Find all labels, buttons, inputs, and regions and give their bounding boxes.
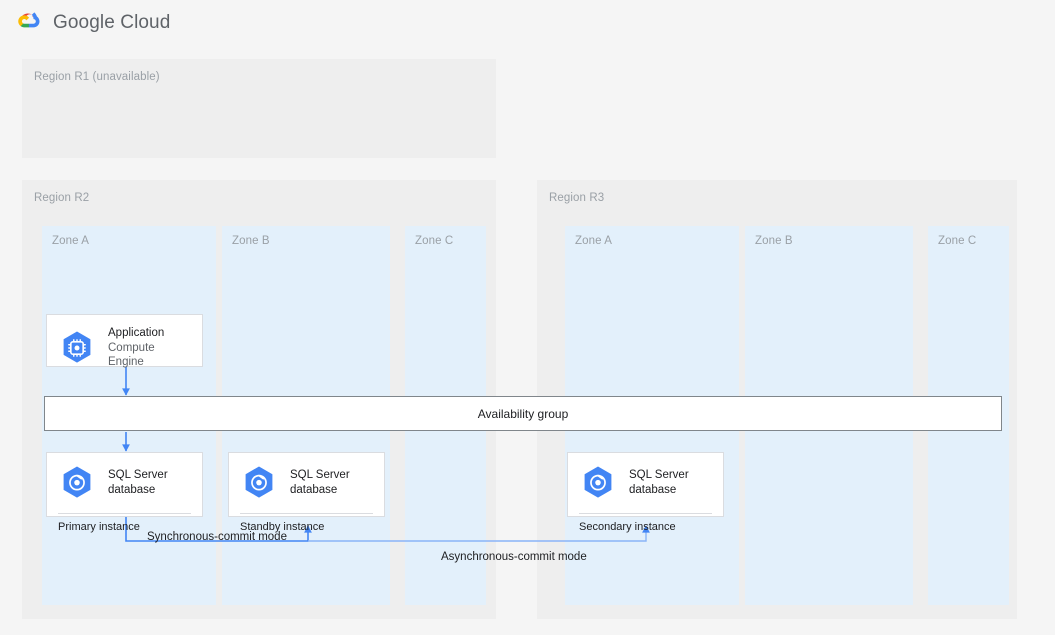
node-divider [58, 513, 191, 514]
zone-r3-c-label: Zone C [938, 235, 977, 247]
node-sql-secondary-footer: Secondary instance [579, 521, 676, 533]
zone-r3-a-label: Zone A [575, 235, 613, 247]
node-application-subtitle: Compute Engine [108, 341, 155, 369]
node-application-title: Application [108, 327, 165, 339]
brand-title: Google Cloud [53, 12, 171, 33]
node-sql-primary-footer: Primary instance [58, 521, 140, 533]
availability-group-label: Availability group [477, 406, 569, 421]
zone-r2-a-label: Zone A [52, 235, 90, 247]
node-sql-secondary[interactable]: SQL Server database Secondary instance [567, 452, 724, 533]
edge-label-asynchronous-commit: Asynchronous-commit mode [441, 551, 587, 563]
app-header: Google Cloud [0, 0, 1055, 46]
zone-r3-b-label: Zone B [755, 235, 793, 247]
region-r3-label: Region R3 [549, 192, 605, 204]
diagram-canvas: Region R1 (unavailable) Region R2 Zone A… [0, 46, 1055, 619]
node-sql-standby[interactable]: SQL Server database Standby instance [228, 452, 385, 533]
node-sql-standby-title: SQL Server database [290, 469, 350, 496]
node-sql-primary[interactable]: SQL Server database Primary instance [46, 452, 203, 533]
node-divider [579, 513, 712, 514]
availability-group-bar[interactable]: Availability group [44, 396, 1002, 431]
node-sql-secondary-title: SQL Server database [629, 469, 689, 496]
compute-engine-hexagon-icon [63, 331, 91, 363]
node-sql-primary-title: SQL Server database [108, 469, 168, 496]
zone-r2-c-label: Zone C [415, 235, 454, 247]
sql-server-database-hexagon-icon [245, 466, 273, 498]
region-r1: Region R1 (unavailable) [22, 59, 496, 158]
sql-server-database-hexagon-icon [584, 466, 612, 498]
google-cloud-logo-icon [18, 12, 40, 28]
edge-label-synchronous-commit: Synchronous-commit mode [147, 531, 287, 543]
node-divider [240, 513, 373, 514]
region-r2-label: Region R2 [34, 192, 90, 204]
zone-r2-b-label: Zone B [232, 235, 270, 247]
node-application[interactable]: Application Compute Engine [46, 314, 203, 369]
region-r1-label: Region R1 (unavailable) [34, 71, 160, 83]
sql-server-database-hexagon-icon [63, 466, 91, 498]
